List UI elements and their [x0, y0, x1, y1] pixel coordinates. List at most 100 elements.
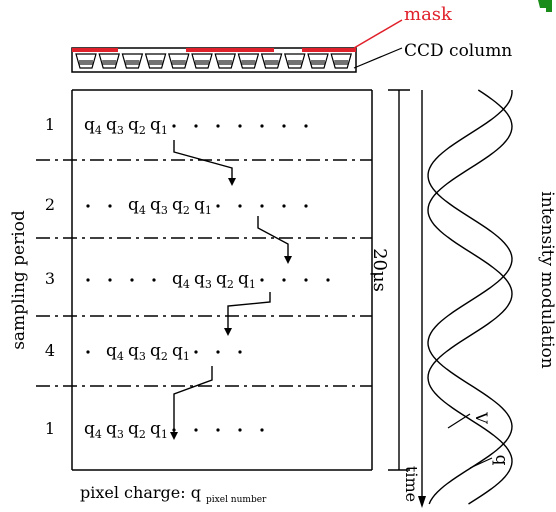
pixel-charge-symbol: q1 — [150, 419, 168, 441]
empty-pixel-dot — [238, 428, 242, 432]
empty-pixel-dot — [304, 124, 308, 128]
pixel-charge-symbol: q2 — [216, 269, 234, 291]
duration-label: 20μs — [369, 248, 390, 292]
curve-a — [427, 89, 513, 505]
period-number: 1 — [45, 115, 55, 134]
pixel-charge-text: pixel charge: q — [80, 483, 201, 502]
empty-pixel-dot — [194, 428, 198, 432]
charge-transfer-arrows — [173, 140, 289, 434]
period-number: 1 — [45, 419, 55, 438]
pixel-charge-symbol: q1 — [194, 195, 212, 217]
pixel-cell — [214, 53, 236, 69]
empty-pixel-dot — [238, 124, 242, 128]
pixel-charge-symbol: q3 — [194, 269, 212, 291]
accent-fragment — [538, 0, 552, 12]
period-number: 3 — [45, 269, 55, 288]
pixel-charge-caption: pixel charge: q pixel number — [80, 483, 267, 505]
pixel-charge-symbol: q4 — [172, 269, 190, 291]
empty-pixel-dot — [216, 350, 220, 354]
empty-pixel-dot — [282, 204, 286, 208]
empty-pixel-dot — [108, 278, 112, 282]
pixel-charge-symbol: q4 — [84, 115, 102, 137]
sampling-period-label: sampling period — [9, 210, 29, 350]
duration-bar — [388, 89, 410, 471]
mask-pointer — [353, 19, 403, 49]
empty-pixel-dot — [260, 204, 264, 208]
sampling-frame — [71, 89, 373, 471]
pixel-charge-symbol: q2 — [128, 115, 146, 137]
mask-label: mask — [404, 4, 453, 25]
pixel-charge-fill — [195, 60, 209, 65]
empty-pixel-dot — [326, 278, 330, 282]
pixel-charge-fill — [102, 60, 117, 65]
empty-pixel-dot — [216, 124, 220, 128]
empty-pixel-dot — [216, 428, 220, 432]
pixel-cell — [121, 53, 144, 69]
pixel-cell — [284, 53, 306, 69]
empty-pixel-dot — [216, 204, 220, 208]
pixel-charge-symbol: q3 — [128, 341, 146, 363]
pixel-charge-fill — [148, 60, 163, 65]
ccd-column-strip — [71, 47, 357, 73]
empty-pixel-dot — [152, 278, 156, 282]
curve-b-pointer — [469, 457, 493, 469]
empty-pixel-dot — [86, 350, 90, 354]
period-number: 4 — [45, 341, 55, 360]
empty-pixel-dot — [238, 204, 242, 208]
empty-pixel-dot — [304, 278, 308, 282]
pixel-charge-fill — [125, 60, 140, 65]
empty-pixel-dot — [304, 204, 308, 208]
pixel-cell — [168, 53, 190, 69]
pixel-charge-symbol: q3 — [106, 115, 124, 137]
ccd-pointer — [353, 47, 403, 69]
pixel-charge-symbol: q3 — [106, 419, 124, 441]
pixel-cell — [307, 53, 329, 69]
pixel-charge-symbol: q1 — [172, 341, 190, 363]
empty-pixel-dot — [260, 278, 264, 282]
arrow-heads — [170, 178, 292, 440]
pixel-charge-fill — [79, 60, 93, 65]
pixel-charge-symbol: q2 — [172, 195, 190, 217]
empty-pixel-dot — [86, 278, 90, 282]
empty-pixel-dot — [194, 124, 198, 128]
pixel-cell — [144, 53, 167, 69]
curve-a-pointer — [447, 413, 471, 429]
pixel-charge-symbol: q3 — [150, 195, 168, 217]
intensity-modulation-label: intensity modulation — [537, 191, 556, 368]
pixel-charge-symbol: q4 — [84, 419, 102, 441]
pixel-charge-symbol: q1 — [150, 115, 168, 137]
empty-pixel-dot — [194, 350, 198, 354]
pixel-charge-fill — [264, 60, 279, 65]
curve-b — [427, 89, 513, 505]
pixel-charge-symbol: q4 — [106, 341, 124, 363]
pixel-charge-fill — [287, 60, 302, 65]
pixel-charge-symbol: q1 — [238, 269, 256, 291]
intensity-curves — [427, 89, 513, 505]
empty-pixel-dot — [282, 278, 286, 282]
pixel-charge-symbol: q2 — [128, 419, 146, 441]
pixel-charge-fill — [334, 60, 349, 65]
pixel-charge-fill — [218, 60, 233, 65]
pixel-cell — [260, 53, 283, 69]
curve-b-label: q — [491, 455, 511, 466]
time-axis-label: time — [402, 466, 421, 502]
pixel-charge-fill — [241, 60, 256, 65]
pixel-cell — [237, 53, 260, 69]
pixel-charge-symbol: q4 — [128, 195, 146, 217]
pixel-charge-fill — [171, 60, 186, 65]
empty-pixel-dot — [108, 204, 112, 208]
empty-pixel-dot — [260, 124, 264, 128]
pixel-cells — [75, 53, 352, 69]
time-axis — [418, 90, 426, 508]
pixel-charge-fill — [311, 60, 325, 65]
empty-pixel-dot — [260, 428, 264, 432]
ccd-column-label: CCD column — [404, 41, 512, 61]
period-number: 2 — [45, 195, 55, 214]
